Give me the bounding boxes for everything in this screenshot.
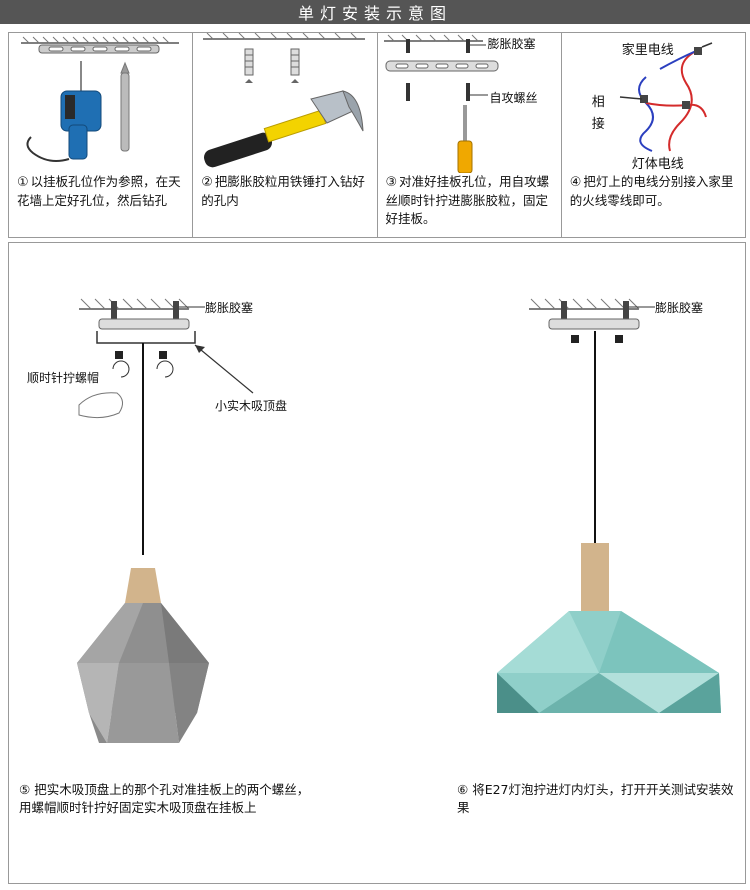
left-anchor-label: 膨胀胶塞 xyxy=(205,301,254,315)
phase-label-1: 相 xyxy=(591,95,605,110)
step-6-caption: ⑥ 将E27灯泡拧进灯内灯头，打开开关测试安装效果 xyxy=(457,782,734,815)
bottom-panel: 膨胀胶塞 顺时针拧螺帽 小实木吸顶盘 膨胀胶塞 ⑤ 把实木吸顶盘上的那个孔对准挂… xyxy=(8,242,746,884)
canopy-label: 小实木吸顶盘 xyxy=(215,399,288,413)
step-5-caption: ⑤ 把实木吸顶盘上的那个孔对准挂板上的两个螺丝，用螺帽顺时针拧好固定实木吸顶盘在… xyxy=(19,782,310,815)
page-title: 单灯安装示意图 xyxy=(297,4,452,23)
turn-nut-label: 顺时针拧螺帽 xyxy=(27,371,100,385)
wiring-illustration xyxy=(619,42,713,152)
phase-label-2: 接 xyxy=(591,117,605,132)
drill-illustration xyxy=(21,36,179,162)
pendant-illustration xyxy=(77,298,721,743)
lamp-wire-label: 灯体电线 xyxy=(631,157,684,172)
hammer-illustration xyxy=(203,33,366,168)
anchor-label: 膨胀胶塞 xyxy=(487,37,536,51)
screwdriver-illustration xyxy=(383,34,498,173)
home-wire-label: 家里电线 xyxy=(621,43,674,58)
screw-label: 自攻螺丝 xyxy=(489,91,538,105)
right-anchor-label: 膨胀胶塞 xyxy=(655,301,704,315)
title-bar: 单灯安装示意图 xyxy=(0,0,750,24)
